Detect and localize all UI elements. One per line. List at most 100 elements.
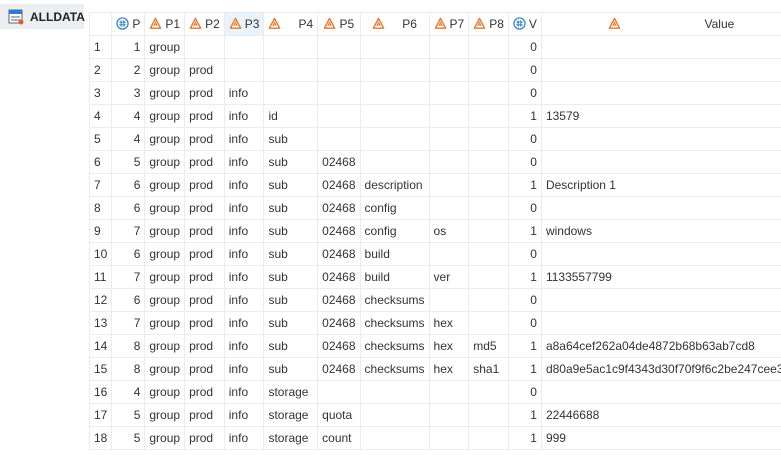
column-header-p6[interactable]: P6 [359, 12, 430, 36]
cell-p4[interactable]: sub [263, 127, 319, 151]
cell-value[interactable]: d80a9e5ac1c9f4343d30f70f9f6c2be247cee375 [540, 357, 781, 381]
cell-p1[interactable]: group [144, 35, 186, 59]
cell-p6[interactable]: description [359, 173, 430, 197]
cell-p1[interactable]: group [144, 380, 186, 404]
cell-p8[interactable] [468, 380, 509, 404]
cell-p2[interactable]: prod [184, 219, 225, 243]
cell-p5[interactable] [317, 127, 361, 151]
cell-p5[interactable]: 02468 [317, 288, 361, 312]
cell-p4[interactable]: storage [263, 426, 319, 450]
cell-v[interactable]: 1 [507, 357, 542, 381]
cell-value[interactable] [540, 311, 781, 335]
cell-p3[interactable]: info [223, 173, 265, 197]
cell-p8[interactable]: md5 [468, 334, 509, 358]
cell-p3[interactable]: info [223, 311, 265, 335]
cell-p6[interactable]: build [359, 265, 430, 289]
column-header-p1[interactable]: P1 [144, 12, 186, 36]
cell-value[interactable]: 22446688 [540, 403, 781, 427]
cell-p1[interactable]: group [144, 334, 186, 358]
cell-p6[interactable] [359, 426, 430, 450]
row-number[interactable]: 4 [88, 104, 113, 128]
cell-p6[interactable] [359, 127, 430, 151]
cell-v[interactable]: 0 [507, 35, 542, 59]
cell-p5[interactable] [317, 58, 361, 82]
cell-p8[interactable] [468, 35, 509, 59]
column-header-p2[interactable]: P2 [184, 12, 225, 36]
cell-p7[interactable] [428, 150, 470, 174]
cell-p4[interactable]: storage [263, 403, 319, 427]
cell-p[interactable]: 5 [111, 426, 146, 450]
row-number[interactable]: 3 [88, 81, 113, 105]
cell-p4[interactable]: sub [263, 196, 319, 220]
cell-p[interactable]: 7 [111, 265, 146, 289]
cell-p[interactable]: 4 [111, 127, 146, 151]
cell-p4[interactable]: sub [263, 219, 319, 243]
cell-p3[interactable] [223, 58, 265, 82]
cell-v[interactable]: 0 [507, 242, 542, 266]
dataset-tab[interactable]: ALLDATA [0, 4, 85, 29]
cell-p2[interactable] [184, 35, 225, 59]
cell-p[interactable]: 2 [111, 58, 146, 82]
column-header-p[interactable]: P [111, 12, 146, 36]
cell-p1[interactable]: group [144, 403, 186, 427]
cell-p2[interactable]: prod [184, 242, 225, 266]
cell-p[interactable]: 6 [111, 242, 146, 266]
cell-p[interactable]: 5 [111, 403, 146, 427]
cell-p8[interactable] [468, 81, 509, 105]
cell-p5[interactable] [317, 35, 361, 59]
cell-p7[interactable]: hex [428, 311, 470, 335]
cell-p5[interactable]: 02468 [317, 265, 361, 289]
row-number[interactable]: 2 [88, 58, 113, 82]
cell-p[interactable]: 6 [111, 173, 146, 197]
cell-p2[interactable]: prod [184, 311, 225, 335]
cell-p[interactable]: 6 [111, 196, 146, 220]
cell-v[interactable]: 0 [507, 81, 542, 105]
cell-p4[interactable]: sub [263, 311, 319, 335]
cell-p5[interactable]: quota [317, 403, 361, 427]
cell-p5[interactable]: 02468 [317, 150, 361, 174]
cell-p7[interactable] [428, 81, 470, 105]
cell-value[interactable]: 999 [540, 426, 781, 450]
cell-p8[interactable] [468, 196, 509, 220]
cell-p7[interactable] [428, 242, 470, 266]
cell-p[interactable]: 5 [111, 150, 146, 174]
cell-p3[interactable]: info [223, 265, 265, 289]
cell-p5[interactable]: 02468 [317, 242, 361, 266]
cell-p[interactable]: 8 [111, 357, 146, 381]
cell-p3[interactable]: info [223, 334, 265, 358]
cell-p4[interactable]: storage [263, 380, 319, 404]
cell-p8[interactable]: sha1 [468, 357, 509, 381]
cell-p7[interactable] [428, 58, 470, 82]
cell-p7[interactable] [428, 104, 470, 128]
cell-p5[interactable]: 02468 [317, 311, 361, 335]
cell-v[interactable]: 0 [507, 311, 542, 335]
cell-p4[interactable]: sub [263, 288, 319, 312]
cell-value[interactable]: windows [540, 219, 781, 243]
cell-p4[interactable] [263, 35, 319, 59]
cell-value[interactable] [540, 35, 781, 59]
cell-p3[interactable]: info [223, 219, 265, 243]
cell-p8[interactable] [468, 242, 509, 266]
cell-p6[interactable] [359, 104, 430, 128]
cell-p7[interactable] [428, 35, 470, 59]
column-header-p8[interactable]: P8 [468, 12, 509, 36]
cell-p7[interactable] [428, 288, 470, 312]
cell-p5[interactable] [317, 104, 361, 128]
cell-p8[interactable] [468, 311, 509, 335]
cell-p2[interactable]: prod [184, 150, 225, 174]
cell-p7[interactable] [428, 380, 470, 404]
cell-value[interactable] [540, 242, 781, 266]
cell-p6[interactable]: checksums [359, 311, 430, 335]
cell-v[interactable]: 1 [507, 403, 542, 427]
cell-p3[interactable]: info [223, 104, 265, 128]
cell-p8[interactable] [468, 104, 509, 128]
cell-p4[interactable]: sub [263, 173, 319, 197]
cell-p8[interactable] [468, 219, 509, 243]
